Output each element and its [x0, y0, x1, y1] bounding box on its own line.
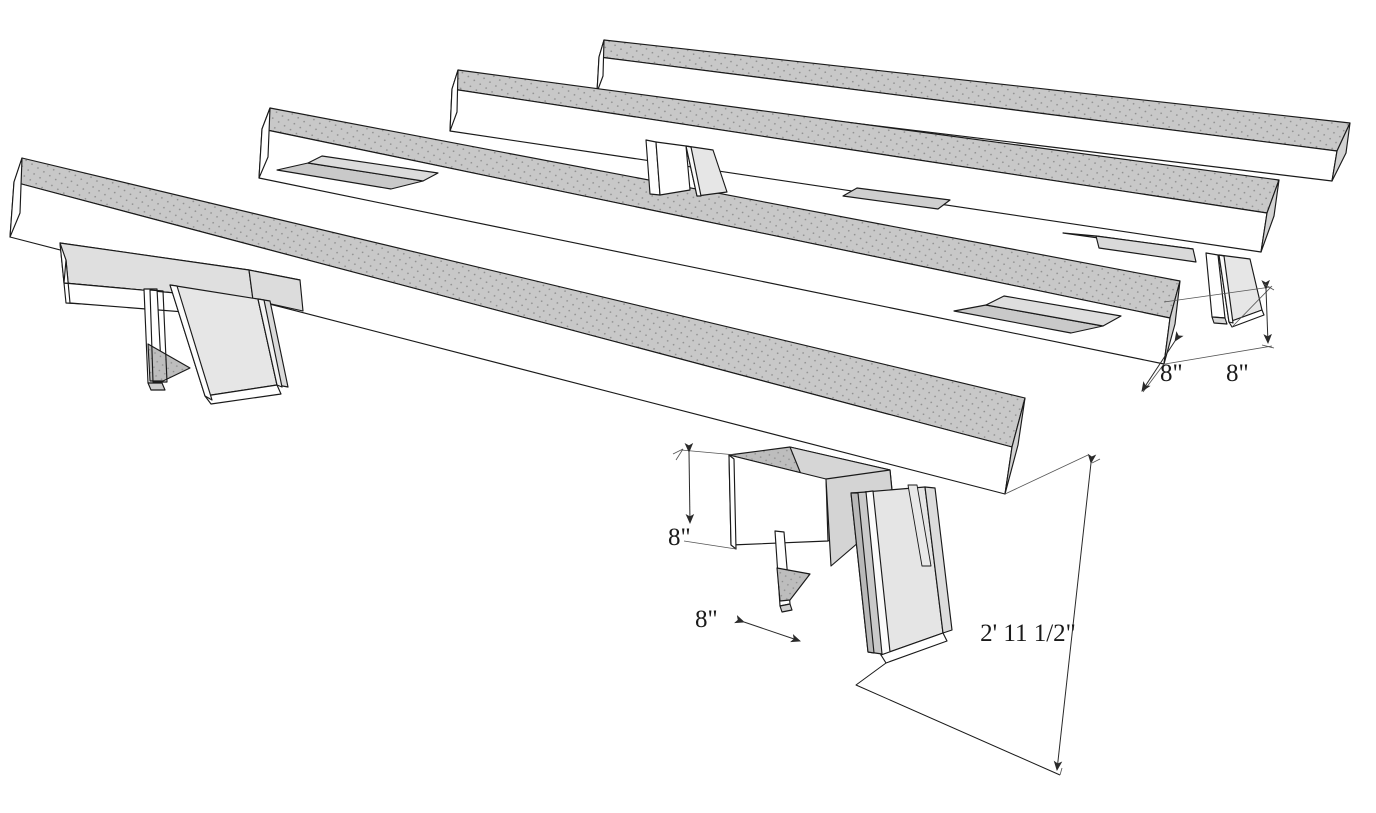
dimension-label-sawhorse-beam-width-front: 8" — [695, 606, 718, 633]
dimension-ticks — [1091, 283, 1275, 464]
dimension-overall-height — [1053, 453, 1097, 771]
dimension-sawhorse-beam-width-front — [734, 615, 801, 643]
dimension-layer — [672, 279, 1275, 776]
dimension-sawhorse-beam-height-front — [684, 442, 695, 524]
crossbeam-right — [842, 187, 1197, 263]
dimension-label-beam-depth-rear-right: 8" — [1160, 360, 1183, 387]
sawhorse-rear-left — [645, 139, 728, 197]
crossbeam-left-upper-face — [276, 155, 439, 190]
sawhorse-front-right — [728, 446, 953, 664]
ground-reference-lines — [855, 662, 1061, 776]
dimension-label-overall-height: 2' 11 1/2" — [980, 620, 1076, 647]
dimension-beam-height-rear-right — [1261, 279, 1272, 344]
dimension-label-sawhorse-beam-height-front: 8" — [668, 524, 691, 551]
beam-third — [258, 107, 1181, 365]
beam-second — [449, 69, 1280, 253]
dimension-label-beam-height-rear-right: 8" — [1226, 360, 1249, 387]
dimension-labels: 8" 8" 8" 8" 2' 11 1/2" — [668, 360, 1249, 647]
crossbeam-right-upper-face — [953, 295, 1122, 334]
dimension-beam-depth-rear-right — [1141, 331, 1184, 392]
beam-front — [9, 157, 1026, 495]
sawhorse-front-left — [59, 242, 304, 405]
beam-rear-top — [596, 39, 1351, 182]
sawhorse-rear-right — [1205, 252, 1265, 328]
